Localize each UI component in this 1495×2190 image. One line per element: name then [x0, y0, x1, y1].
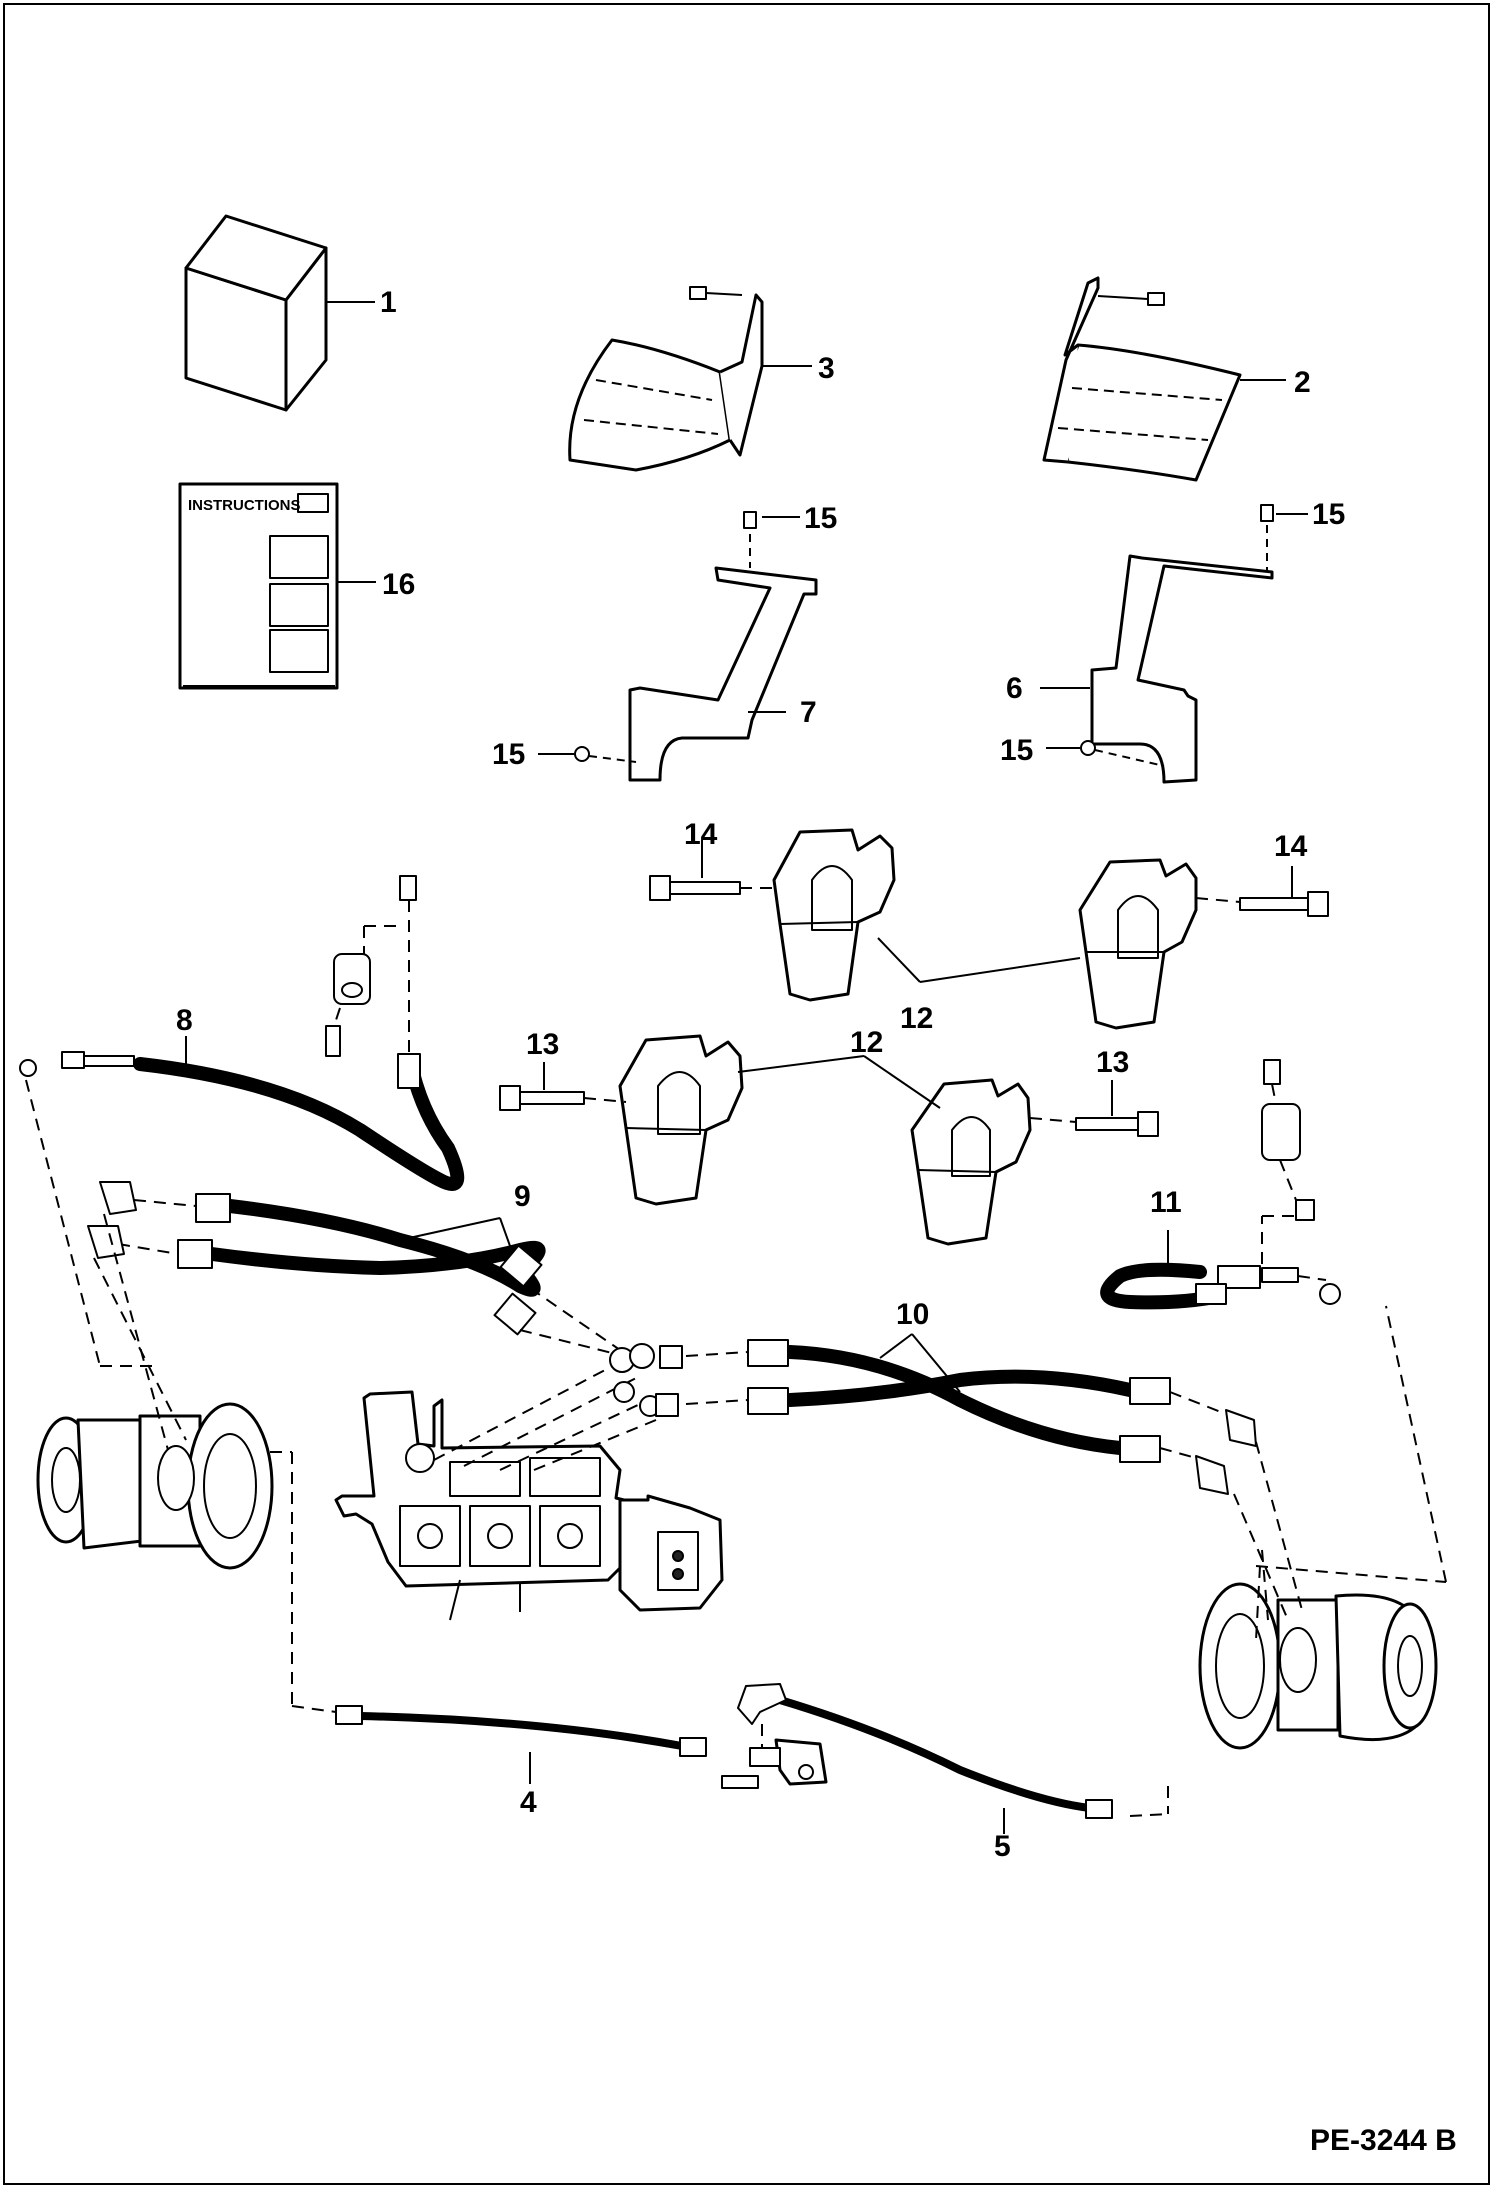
callout-15-top-left: 15 [804, 502, 837, 535]
callout-6: 6 [1006, 672, 1023, 705]
leader-9-b [499, 1217, 511, 1247]
bracket-7 [538, 511, 818, 782]
box-part [184, 214, 375, 412]
bolt-14-left [649, 840, 776, 901]
callout-9: 9 [514, 1180, 531, 1213]
leader-12-lower-b [863, 1055, 941, 1109]
shield-3 [568, 286, 812, 472]
bolt-13-right [1029, 1080, 1159, 1137]
valve-block [721, 1724, 828, 1789]
instructions-icon [297, 493, 329, 513]
drive-motor-right [1129, 1305, 1447, 1817]
callout-13-right: 13 [1096, 1046, 1129, 1079]
shield-2 [1042, 276, 1286, 482]
clamp-block-12-lower-right [910, 1078, 1032, 1246]
callout-14-right: 14 [1274, 830, 1308, 863]
page-border [3, 3, 1490, 2185]
callout-14-left: 14 [684, 818, 718, 851]
callout-2: 2 [1294, 366, 1311, 399]
callout-8: 8 [176, 1004, 193, 1037]
callout-12-upper: 12 [900, 1002, 933, 1035]
inline-filter-11 [1261, 1103, 1301, 1161]
hoses-9 [87, 1181, 546, 1336]
hydrostatic-pump [334, 1287, 724, 1621]
clamp-block-12-upper-left [772, 828, 896, 1002]
drive-motor-left [25, 1079, 337, 1713]
reference-code: PE-3244 B [1310, 2124, 1457, 2157]
callout-5: 5 [994, 1830, 1011, 1863]
callout-15-top-right: 15 [1312, 498, 1345, 531]
hoses-10 [685, 1333, 1257, 1495]
hose-8 [19, 875, 465, 1191]
bolt-14-right [1195, 866, 1329, 917]
hose-4 [335, 1705, 707, 1784]
leader-10-b [879, 1333, 913, 1359]
callout-11: 11 [1150, 1186, 1182, 1219]
instructions-manual [178, 482, 376, 690]
clamp-block-12-upper-right [1078, 858, 1198, 1030]
instructions-label: INSTRUCTIONS [188, 497, 301, 514]
callout-10: 10 [896, 1298, 929, 1331]
leader-12-upper-b [919, 957, 1081, 983]
callout-1: 1 [380, 286, 397, 319]
clamp-block-12-lower-left [618, 1034, 744, 1206]
callout-4: 4 [520, 1786, 537, 1819]
bolt-13-left [499, 1062, 627, 1111]
leader-12-upper-a [877, 937, 921, 983]
bracket-6 [1040, 504, 1308, 784]
leader-12-lower-a [737, 1055, 865, 1073]
leader-9-a [399, 1217, 501, 1241]
leader-10-a [911, 1333, 961, 1393]
callout-7: 7 [800, 696, 817, 729]
callout-15-bottom-left: 15 [492, 738, 525, 771]
hose-11 [1100, 1059, 1341, 1310]
callout-15-bottom-right: 15 [1000, 734, 1033, 767]
callout-13-left: 13 [526, 1028, 559, 1061]
hose-5 [737, 1683, 1113, 1834]
callout-12-lower: 12 [850, 1026, 883, 1059]
callout-3: 3 [818, 352, 835, 385]
callout-16: 16 [382, 568, 415, 601]
